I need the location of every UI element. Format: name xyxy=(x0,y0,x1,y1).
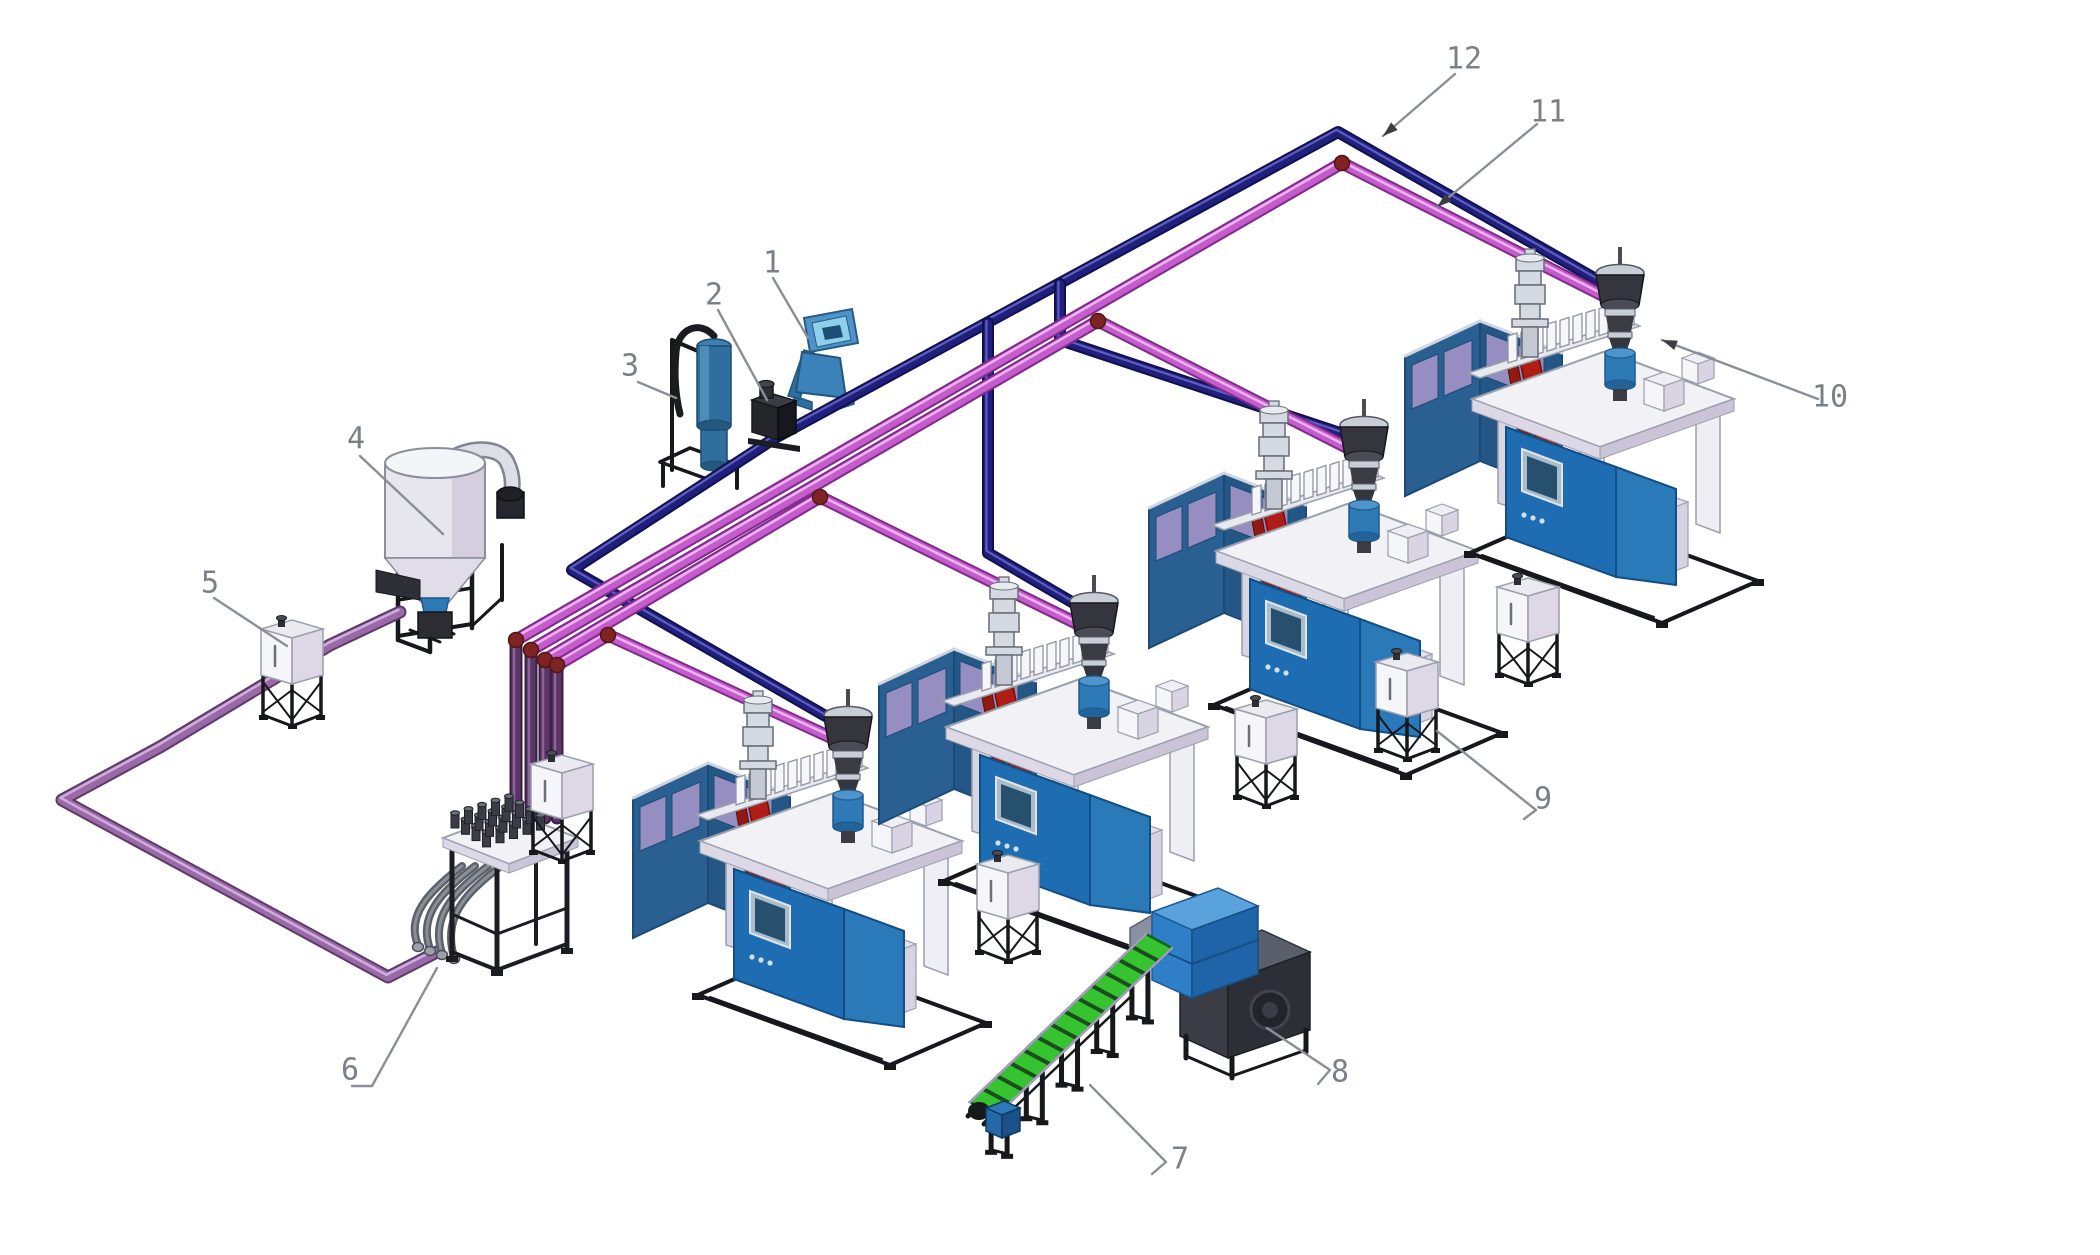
hopper-loader xyxy=(1339,399,1389,553)
callout-10: 10 xyxy=(1660,338,1848,415)
vacuum-pipe-3 xyxy=(982,317,1088,614)
molding-machine-2 xyxy=(877,575,1238,956)
callout-2: 2 xyxy=(705,278,769,402)
callout-label-10: 10 xyxy=(1812,380,1848,415)
callout-9: 9 xyxy=(1435,729,1552,821)
callout-1: 1 xyxy=(763,246,810,340)
callout-label-7: 7 xyxy=(1171,1142,1189,1177)
vertical-mixer xyxy=(375,441,525,655)
callout-label-5: 5 xyxy=(201,566,219,601)
hopper-loader xyxy=(1069,575,1119,729)
dust-filter-box xyxy=(258,615,326,729)
molding-machine-4 xyxy=(1403,247,1764,628)
hopper-loader xyxy=(1595,247,1645,401)
vacuum-pump xyxy=(748,379,800,452)
dryer-stack xyxy=(1511,248,1549,358)
aux-box-2 xyxy=(974,850,1042,964)
dryer-stack xyxy=(985,576,1023,686)
callout-label-1: 1 xyxy=(763,246,781,281)
aux-box-4 xyxy=(1373,648,1441,762)
callout-label-9: 9 xyxy=(1534,782,1552,817)
callout-5: 5 xyxy=(201,566,289,648)
leader-arrowhead xyxy=(1437,193,1452,207)
callout-label-6: 6 xyxy=(341,1053,359,1088)
molding-machine-3 xyxy=(1147,399,1508,780)
callout-label-2: 2 xyxy=(705,278,723,313)
aux-box-3 xyxy=(1232,695,1300,809)
recycle-loop-pipe xyxy=(55,605,444,984)
callout-3: 3 xyxy=(621,349,678,400)
cyclone-separator xyxy=(658,324,742,490)
callout-label-11: 11 xyxy=(1530,95,1566,130)
callout-label-8: 8 xyxy=(1331,1055,1349,1090)
callout-4: 4 xyxy=(347,422,445,536)
leader-arrowhead xyxy=(1383,122,1398,136)
dryer-stack xyxy=(739,690,777,800)
callout-11: 11 xyxy=(1435,95,1566,209)
vacuum-pipe-1 xyxy=(769,126,1614,444)
leader-arrowhead xyxy=(1662,340,1678,350)
callout-label-12: 12 xyxy=(1446,42,1482,77)
pipe-elbows xyxy=(507,154,1351,674)
callout-12: 12 xyxy=(1381,42,1482,138)
vacuum-pipe-2 xyxy=(566,432,842,728)
callout-8: 8 xyxy=(1265,1026,1349,1090)
crusher xyxy=(1129,887,1312,1081)
distribution-manifold xyxy=(410,793,581,976)
callout-7: 7 xyxy=(1088,1083,1189,1177)
callout-label-3: 3 xyxy=(621,349,639,384)
callout-label-4: 4 xyxy=(347,422,365,457)
aux-box-5 xyxy=(1494,573,1562,687)
incline-conveyor xyxy=(965,932,1175,1159)
hopper-loader xyxy=(823,689,873,843)
callout-6: 6 xyxy=(341,966,439,1088)
dryer-stack xyxy=(1255,400,1293,510)
aux-box-1 xyxy=(528,750,596,864)
